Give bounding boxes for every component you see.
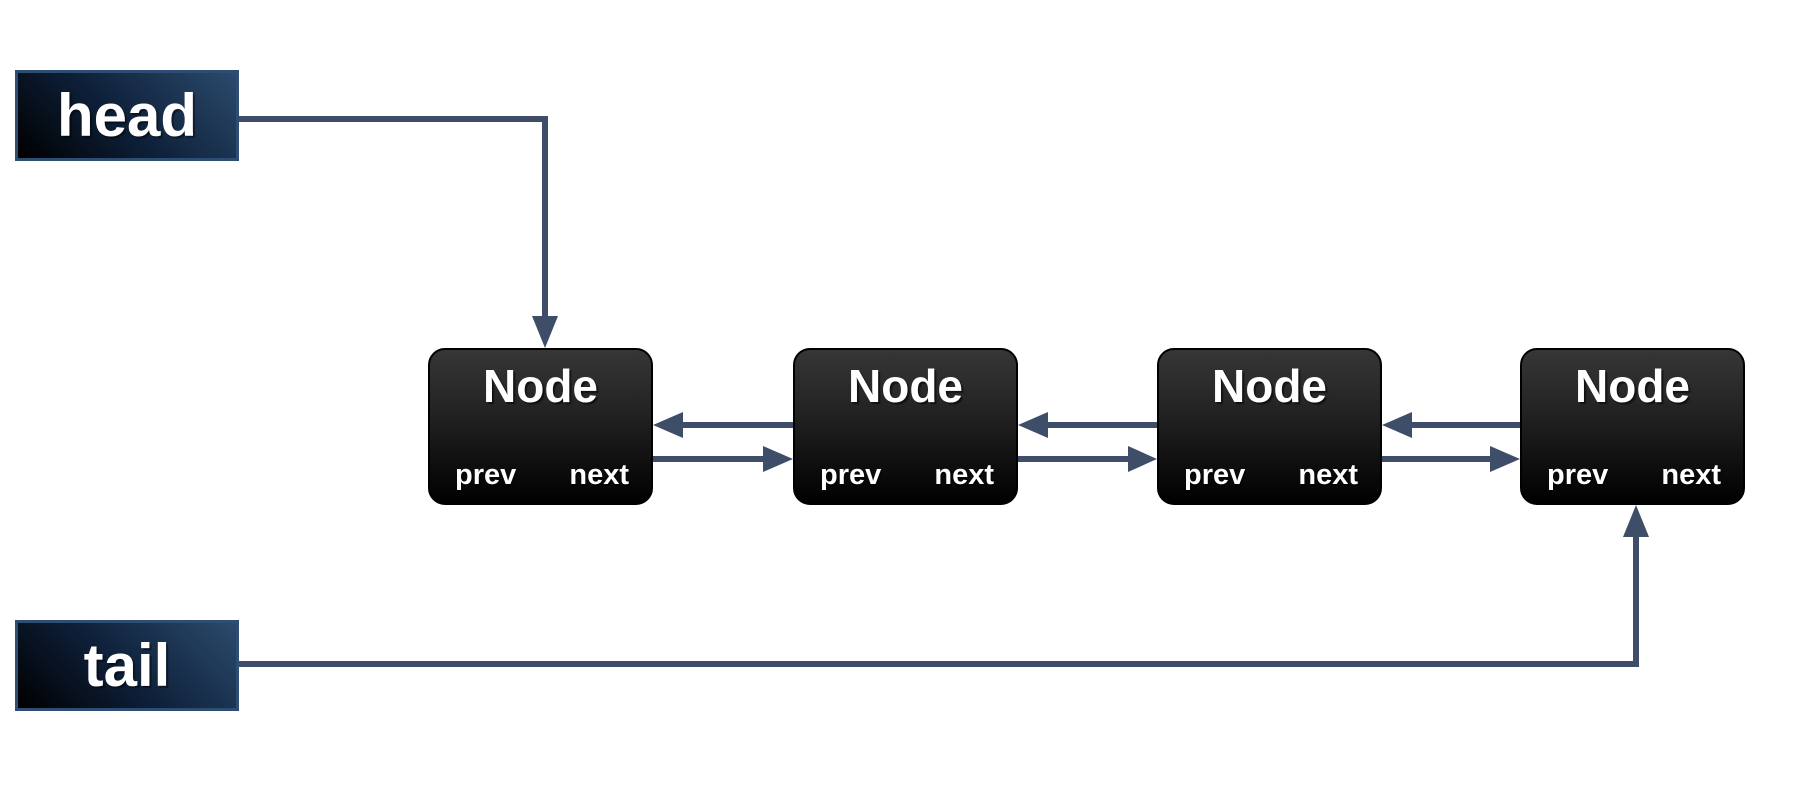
prev-arrow-node3-to-node2 (1018, 412, 1157, 438)
next-arrow-node3-to-node4 (1382, 446, 1520, 472)
prev-field-label: prev (1547, 459, 1609, 491)
node-fields: prev next (1159, 461, 1380, 503)
prev-field-label: prev (820, 459, 882, 491)
tail-arrow (238, 505, 1649, 667)
node-fields: prev next (795, 461, 1016, 503)
prev-arrow-node4-to-node3 (1382, 412, 1520, 438)
head-arrow (239, 116, 558, 348)
node-box-2: Node prev next (793, 348, 1018, 505)
prev-arrow-node2-to-node1 (653, 412, 793, 438)
tail-pointer-label: tail (83, 631, 171, 699)
node-title: Node (483, 360, 598, 412)
node-fields: prev next (430, 461, 651, 503)
node-fields: prev next (1522, 461, 1743, 503)
node-title: Node (1212, 360, 1327, 412)
next-field-label: next (569, 459, 629, 491)
head-pointer-box: head (15, 70, 239, 161)
next-arrow-node1-to-node2 (653, 446, 793, 472)
head-pointer-label: head (56, 81, 198, 149)
node-title: Node (848, 360, 963, 412)
prev-field-label: prev (455, 459, 517, 491)
next-field-label: next (1661, 459, 1721, 491)
node-box-3: Node prev next (1157, 348, 1382, 505)
next-field-label: next (934, 459, 994, 491)
next-arrow-node2-to-node3 (1018, 446, 1157, 472)
next-field-label: next (1298, 459, 1358, 491)
prev-field-label: prev (1184, 459, 1246, 491)
tail-pointer-box: tail (15, 620, 239, 711)
node-box-1: Node prev next (428, 348, 653, 505)
node-box-4: Node prev next (1520, 348, 1745, 505)
node-title: Node (1575, 360, 1690, 412)
